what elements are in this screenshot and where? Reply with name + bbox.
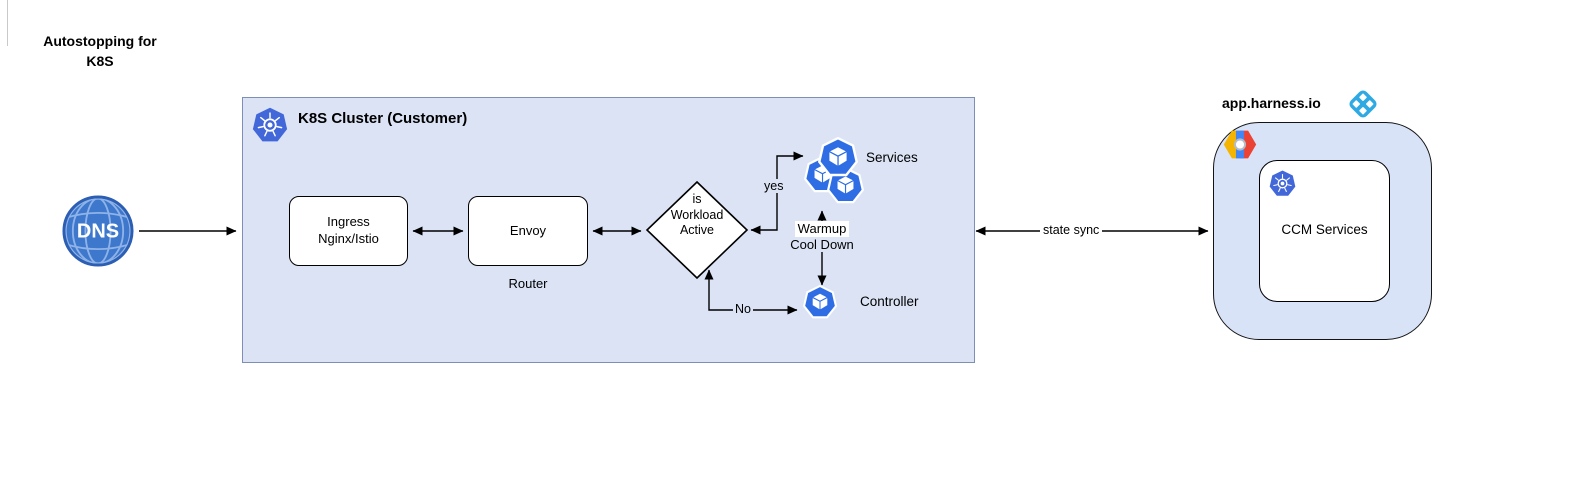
ccm-services-label: CCM Services (1281, 222, 1368, 237)
decision-label-line3: Active (679, 223, 715, 238)
warmup-label-line1: Warmup (794, 221, 850, 237)
canvas-edge-artifact (7, 0, 8, 46)
kubernetes-icon-small (1269, 170, 1296, 197)
yes-edge-label: yes (762, 179, 786, 194)
page-title: Autostopping for K8S (20, 32, 180, 71)
warmup-label-line2: Cool Down (777, 236, 867, 253)
decision-label-line2: Workload (670, 207, 724, 222)
page-title-line2: K8S (86, 52, 114, 69)
page-title-line1: Autostopping for (43, 33, 157, 49)
workload-cube-icon (818, 137, 858, 177)
cluster-title: K8S Cluster (Customer) (298, 110, 468, 127)
harness-domain-label: app.harness.io (1222, 95, 1321, 111)
dns-label: DNS (77, 221, 119, 243)
services-label: Services (866, 150, 918, 165)
state-sync-label: state sync (1040, 223, 1103, 238)
controller-label: Controller (860, 294, 919, 309)
node-ingress: Ingress Nginx/Istio (289, 196, 408, 266)
decision-diamond (645, 180, 749, 280)
kubernetes-icon (252, 107, 288, 143)
harness-logo-icon (1344, 85, 1382, 123)
ingress-label-line2: Nginx/Istio (318, 231, 379, 246)
envoy-caption: Router (508, 276, 548, 291)
controller-cube-icon (803, 285, 837, 319)
node-envoy: Envoy (468, 196, 588, 266)
warmup-cooldown-label: Warmup Cool Down (777, 221, 867, 253)
dns-globe-icon: DNS (62, 195, 134, 267)
ingress-label: Ingress Nginx/Istio (318, 214, 379, 248)
decision-label: is Workload Active (645, 192, 749, 239)
gcp-logo-icon (1223, 130, 1257, 159)
ingress-label-line1: Ingress (327, 214, 370, 230)
edge-decision-no-controller (704, 269, 798, 315)
no-edge-label: No (733, 302, 753, 317)
envoy-label: Envoy (509, 222, 547, 238)
decision-label-line1: is (692, 192, 702, 206)
